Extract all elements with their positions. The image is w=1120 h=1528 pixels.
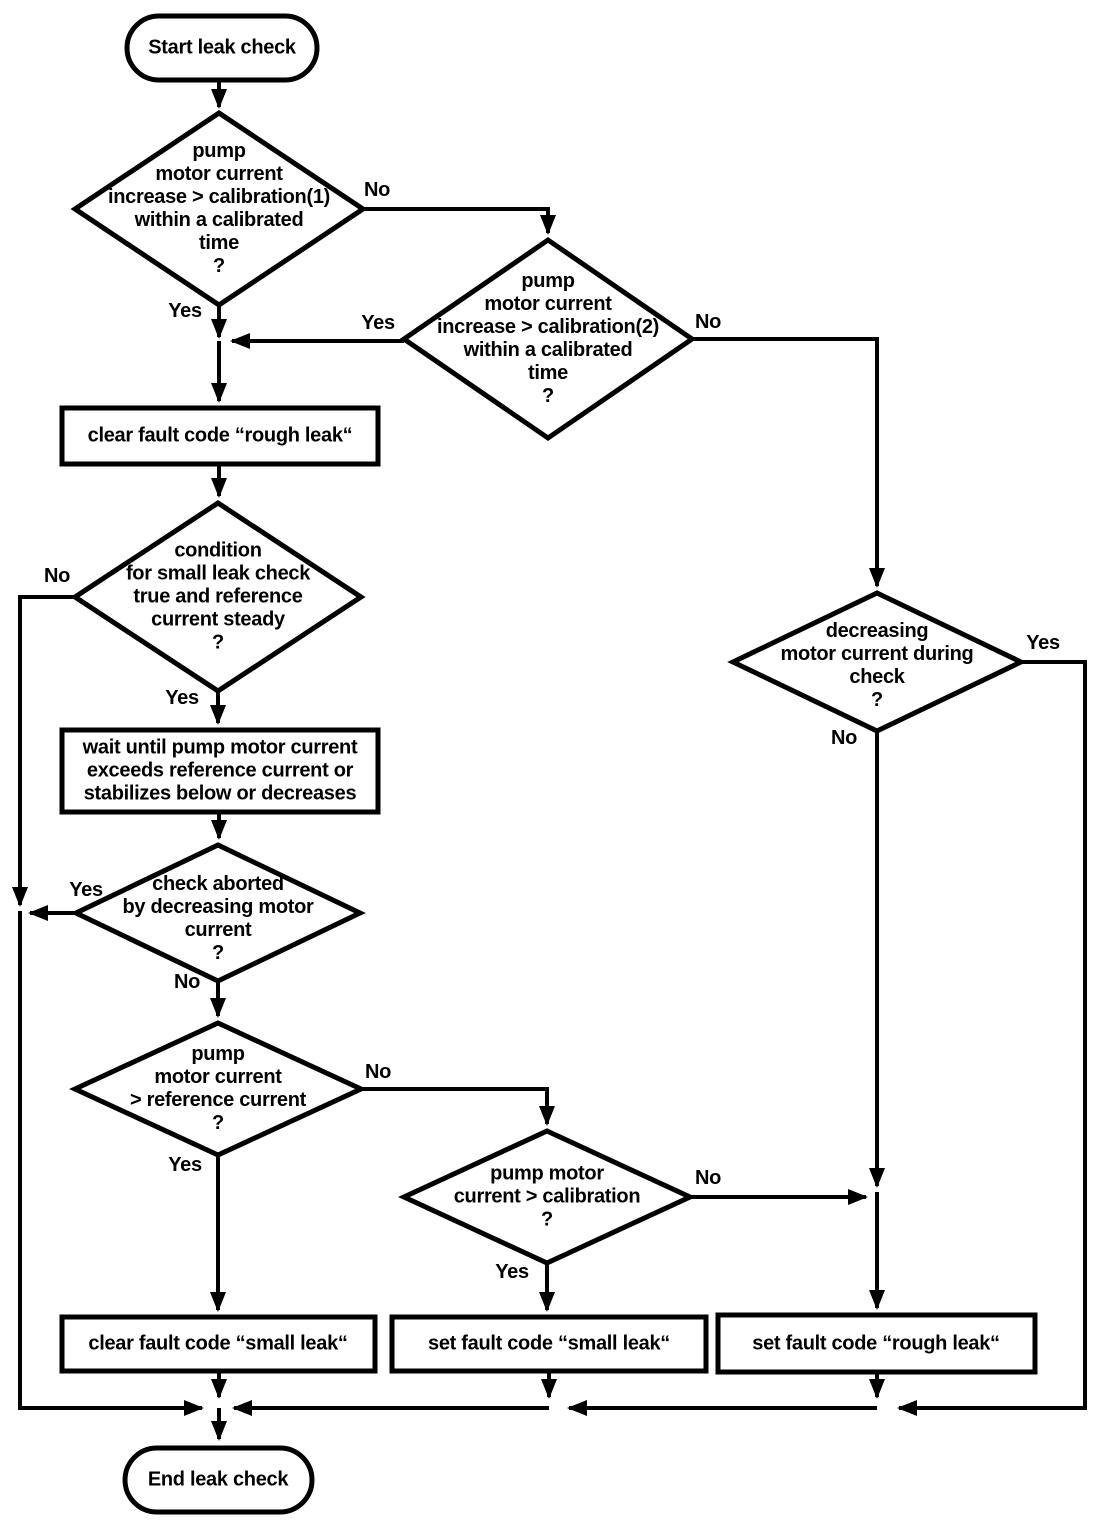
edge-label-d4-yes: Yes [69,879,103,901]
process-r1-rect [59,1314,378,1374]
edge-label-d2-no: No [694,311,722,333]
process-p2-label: wait until pump motor current exceeds re… [82,736,358,805]
decision-d4-diamond [70,842,366,984]
decision-d7-diamond [727,590,1027,734]
edge-d3-no-left-rail [12,595,75,907]
decision-d5-diamond [69,1020,367,1158]
edge-label-d5-no: No [364,1061,392,1083]
end-terminator-shape [122,1445,315,1515]
edge-d1-no-to-d2 [363,207,556,235]
edge-label-d7-yes: Yes [1026,632,1060,654]
edge-d5-no-to-d6 [361,1087,555,1126]
process-p1-label: clear fault code “rough leak“ [87,424,353,447]
edge-label-d1-no: No [363,179,391,201]
edge-label-d1-yes: Yes [168,300,202,322]
process-r2-label: set fault code “small leak“ [428,1332,670,1355]
process-r1-label: clear fault code “small leak“ [88,1332,348,1355]
process-r3-rect [715,1312,1038,1375]
edge-left-rail-to-end-junction [18,911,204,1416]
process-p2-rect [59,727,381,815]
edge-d7-yes-right-rail [897,660,1087,1416]
edge-d2-no-to-d7 [692,337,885,588]
connector-group [12,80,1087,1441]
edge-label-d4-no: No [173,971,201,993]
decision-d5-label: pump motor current > reference current ? [129,1043,307,1134]
edge-label-d7-no: No [830,727,858,749]
node-shape-group [59,13,1038,1515]
end-node-label: End leak check [147,1468,289,1491]
process-p1-rect [59,405,381,467]
decision-d7-label: decreasing motor current during check ? [780,620,974,711]
process-r3-label: set fault code “rough leak“ [752,1332,1000,1355]
decision-d6-label: pump motor current > calibration ? [453,1162,641,1231]
process-r2-rect [389,1314,709,1374]
edge-label-d2-yes: Yes [361,312,395,334]
decision-d3-label: condition for small leak check true and … [125,539,311,654]
decision-d1-label: pump motor current increase > calibratio… [107,140,331,277]
edge-label-d3-no: No [43,565,71,587]
start-terminator-shape [124,13,320,83]
decision-d6-diamond [398,1128,696,1266]
edge-label-d6-no: No [694,1167,722,1189]
decision-d1-diamond [70,109,368,309]
edge-label-d3-yes: Yes [165,687,199,709]
decision-d2-label: pump motor current increase > calibratio… [436,270,660,407]
decision-d3-diamond [70,500,366,694]
edge-label-d6-yes: Yes [495,1261,529,1283]
start-node-label: Start leak check [148,36,296,59]
decision-d4-label: check aborted by decreasing motor curren… [122,873,314,964]
decision-d2-diamond [399,236,697,442]
edge-label-d5-yes: Yes [168,1154,202,1176]
